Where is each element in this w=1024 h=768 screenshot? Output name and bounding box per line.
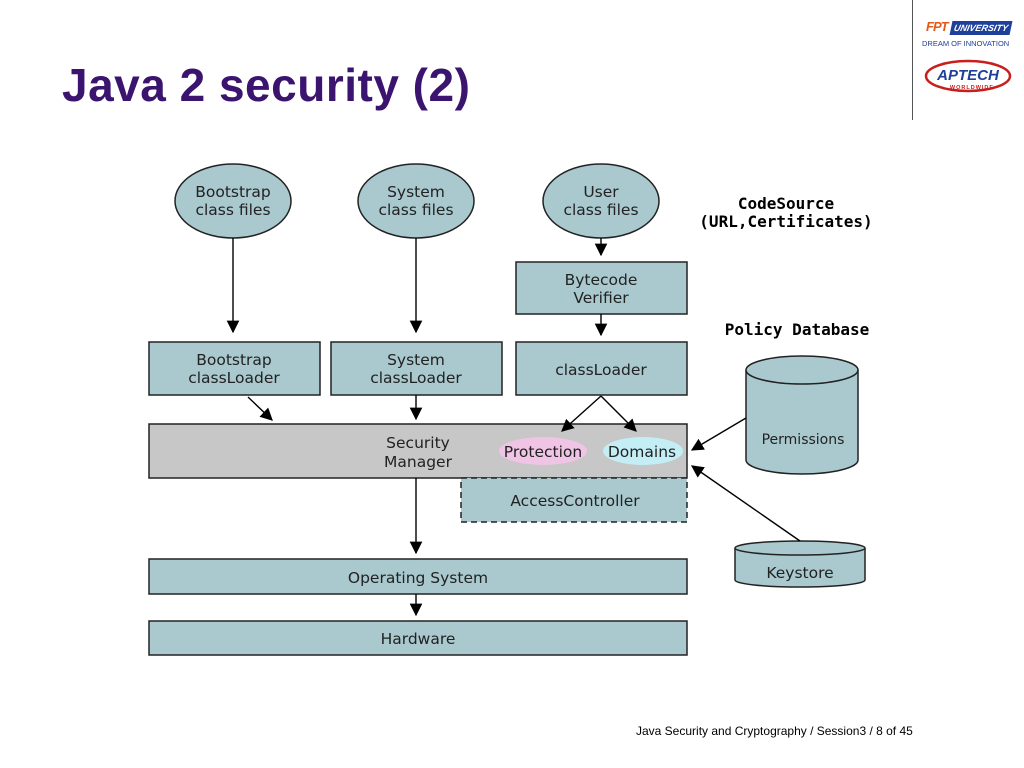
system-class-files-line1: System (387, 183, 445, 201)
bytecode-verifier-node: Bytecode Verifier (515, 261, 688, 315)
arrow-classloader-to-protection (561, 395, 602, 432)
domains-label: Domains (608, 443, 676, 461)
operating-system-node: Operating System (148, 558, 688, 595)
bootstrap-classloader-node: Bootstrap classLoader (148, 341, 321, 396)
codesource-line1: CodeSource (738, 194, 834, 213)
bootstrap-classloader-line2: classLoader (188, 369, 280, 387)
operating-system-label: Operating System (348, 569, 488, 587)
system-class-files-line2: class files (378, 201, 453, 219)
codesource-line2: (URL,Certificates) (699, 212, 872, 231)
keystore-cylinder: Keystore (734, 540, 866, 588)
hardware-node: Hardware (148, 620, 688, 656)
user-class-files-node: User class files (542, 163, 660, 239)
keystore-label: Keystore (766, 564, 833, 582)
permissions-database-cylinder: Permissions (745, 355, 859, 475)
access-controller-label: AccessController (510, 492, 640, 510)
bootstrap-class-files-node: Bootstrap class files (174, 163, 292, 239)
bootstrap-classloader-line1: Bootstrap (196, 351, 272, 369)
security-manager-line1: Security (386, 434, 450, 452)
hardware-label: Hardware (381, 630, 456, 648)
bootstrap-class-files-line1: Bootstrap (195, 183, 271, 201)
user-class-files-line2: class files (563, 201, 638, 219)
slide-title: Java 2 security (2) (62, 59, 471, 111)
fpt-logo-mark: FPT (926, 19, 949, 34)
aptech-logo: APTECH WORLDWIDE (924, 59, 1012, 93)
system-classloader-node: System classLoader (330, 341, 503, 396)
bytecode-verifier-line2: Verifier (573, 289, 629, 307)
protection-label: Protection (504, 443, 582, 461)
bootstrap-class-files-line2: class files (195, 201, 270, 219)
header-divider (912, 0, 913, 120)
codesource-label: CodeSource (URL,Certificates) (699, 194, 872, 231)
bytecode-verifier-line1: Bytecode (565, 271, 638, 289)
classloader-label: classLoader (555, 361, 647, 379)
aptech-logo-sub: WORLDWIDE (950, 85, 994, 91)
arrow-classloader-to-domains (600, 395, 637, 432)
system-class-files-node: System class files (357, 163, 475, 239)
aptech-logo-word: APTECH (936, 67, 1000, 84)
diagram-arrows (226, 238, 801, 617)
security-manager-node: Security Manager Protection Domains (148, 423, 688, 479)
classloader-node: classLoader (515, 341, 688, 396)
arrow-keystore-to-domains (690, 465, 801, 542)
policy-database-label: Policy Database (725, 320, 870, 339)
security-manager-line2: Manager (384, 453, 453, 471)
access-controller-node: AccessController (460, 477, 688, 523)
fpt-tagline: DREAM OF INNOVATION (922, 39, 1010, 48)
user-class-files-line1: User (583, 183, 619, 201)
slide-footer: Java Security and Cryptography / Session… (636, 724, 913, 738)
arrow-permissions-to-domains (690, 417, 747, 451)
arrow-bootstrap-loader-to-manager (247, 396, 273, 421)
system-classloader-line1: System (387, 351, 445, 369)
permissions-label: Permissions (762, 432, 845, 448)
system-classloader-line2: classLoader (370, 369, 462, 387)
